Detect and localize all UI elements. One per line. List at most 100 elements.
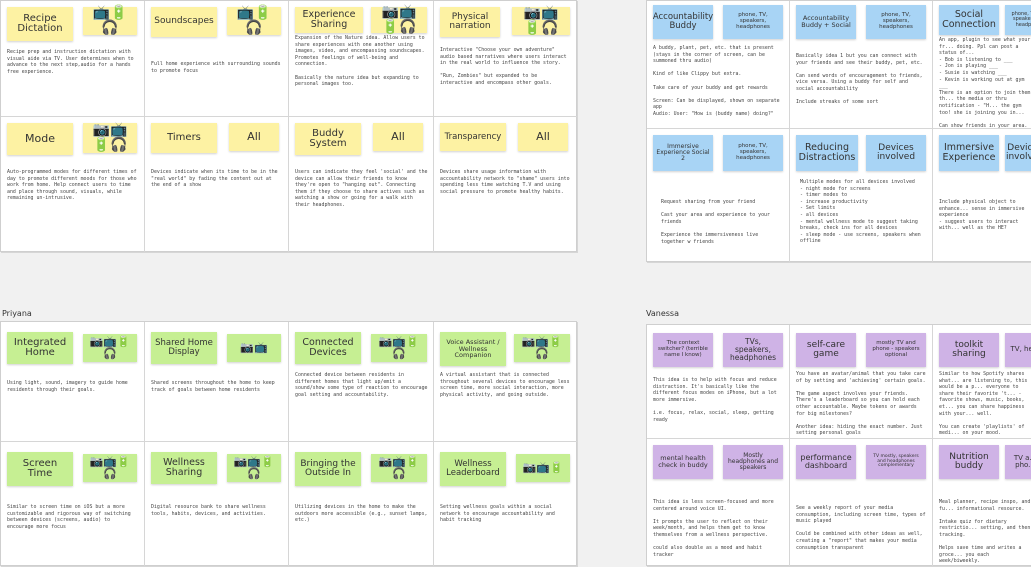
card-description: Utilizing devices in the home to make th… <box>295 504 428 524</box>
card-description: This idea is less screen-focused and mor… <box>653 499 774 558</box>
card-soundscapes[interactable]: Soundscapes 📺🔋🎧 Full home experience wit… <box>145 1 289 117</box>
card-nutrition-buddy[interactable]: Nutrition buddy TV a... pho... Meal plan… <box>933 439 1031 567</box>
card-description: Auto-programmed modes for different time… <box>7 169 137 202</box>
sticky-devices: phone, TV, speakers, headphones <box>866 5 926 39</box>
card-wellness-leaderboard[interactable]: Wellness Leaderboard 📷📺🔋 Setting wellnes… <box>434 442 578 567</box>
card-accountability-buddy[interactable]: Accountability Buddy phone, TV, speakers… <box>647 1 790 129</box>
sticky-devices: phone, TV, speakers, headphones <box>723 5 783 39</box>
device-icons: 📷📺 <box>240 341 268 355</box>
sticky-title: performance dashboard <box>796 445 856 479</box>
sticky-devices: 📷📺🔋🎧 <box>83 334 137 362</box>
card-performance-dashboard[interactable]: performance dashboard TV mostly, speaker… <box>790 439 933 567</box>
sticky-devices: All <box>373 123 423 151</box>
card-shared-home-display[interactable]: Shared Home Display 📷📺 Shared screens th… <box>145 322 289 442</box>
sticky-title: Transparency <box>440 123 506 151</box>
sticky-title: Wellness Leaderboard <box>440 452 506 486</box>
device-icons: 📷📺🔋🎧 <box>378 335 420 360</box>
card-timers[interactable]: Timers All Devices indicate when its tim… <box>145 117 289 253</box>
device-icons: 📷📺🔋🎧 <box>523 5 559 36</box>
sticky-title: toolkit sharing <box>939 333 999 367</box>
sticky-devices: phone, TV, speakers, headphones <box>723 135 783 171</box>
card-description: Shared screens throughout the home to ke… <box>151 380 275 393</box>
sticky-devices: mostly TV and phone - speakers optional <box>866 333 926 367</box>
card-social-connection[interactable]: Social Connection phone, TV, speakers, h… <box>933 1 1031 129</box>
card-transparency[interactable]: Transparency All Devices share usage inf… <box>434 117 578 253</box>
sticky-devices: 📺🔋🎧 <box>227 5 281 36</box>
card-mental-health-check-in[interactable]: mental health check in buddy Mostly head… <box>647 439 790 567</box>
sticky-title: Timers <box>151 123 217 153</box>
card-buddy-system[interactable]: Buddy System All Users can indicate they… <box>289 117 434 253</box>
sticky-devices: TV, he... <box>1005 333 1031 367</box>
card-description: Recipe prep and instruction dictation wi… <box>7 49 134 75</box>
sticky-devices: TV a... pho... <box>1005 445 1031 479</box>
device-icons: 📺🔋🎧 <box>236 5 272 36</box>
sticky-title: Mode <box>7 123 73 155</box>
card-immersive-experience-social-2[interactable]: Immersive Experience Social 2 phone, TV,… <box>647 129 790 263</box>
card-voice-assistant[interactable]: Voice Assistant / Wellness Companion 📷📺🔋… <box>434 322 578 442</box>
card-context-switcher[interactable]: The context switcher? (terrible name I k… <box>647 325 790 439</box>
sticky-title: Experience Sharing <box>295 7 363 33</box>
section-label-vanessa: Vanessa <box>646 309 679 318</box>
card-integrated-home[interactable]: Integrated Home 📷📺🔋🎧 Using light, sound,… <box>1 322 145 442</box>
sticky-title: Immersive Experience <box>939 135 999 171</box>
card-description: Connected device between residents in di… <box>295 372 428 398</box>
card-connected-devices[interactable]: Connected Devices 📷📺🔋🎧 Connected device … <box>289 322 434 442</box>
sticky-devices: phone, TV, speakers, headph <box>1005 5 1031 35</box>
card-experience-sharing[interactable]: Experience Sharing 📷📺🔋🎧 Expansion of the… <box>289 1 434 117</box>
card-description: A buddy, plant, pet, etc. that is presen… <box>653 45 780 118</box>
card-description: Request sharing from your friend Cast yo… <box>661 199 770 245</box>
card-description: An app, plugin to see what your fr... do… <box>939 37 1031 129</box>
sticky-devices: 📺🔋🎧 <box>83 5 137 36</box>
sticky-title: Bringing the Outside In <box>295 452 361 486</box>
sticky-devices: TVs, speakers, headphones <box>723 333 783 367</box>
card-recipe-dictation[interactable]: Recipe Dictation 📺🔋🎧 Recipe prep and ins… <box>1 1 145 117</box>
sticky-title: Voice Assistant / Wellness Companion <box>440 332 506 366</box>
card-accountability-buddy-social[interactable]: Accountability Buddy + Social phone, TV,… <box>790 1 933 129</box>
card-description: Users can indicate they feel 'social' an… <box>295 169 428 209</box>
sticky-devices: Devices involved <box>866 135 926 171</box>
card-description: Meal planner, recipe inspo, and fu... in… <box>939 499 1031 565</box>
sticky-devices: 📷📺🔋🎧 <box>514 334 570 362</box>
device-icons: 📺🔋🎧 <box>92 5 128 36</box>
card-toolkit-sharing[interactable]: toolkit sharing TV, he... Similar to how… <box>933 325 1031 439</box>
sticky-title: The context switcher? (terrible name I k… <box>653 333 713 367</box>
device-icons: 📷📺🔋🎧 <box>92 122 128 153</box>
sticky-devices: 📷📺🔋🎧 <box>83 123 137 153</box>
sticky-devices: 📷📺🔋🎧 <box>371 334 427 362</box>
board-top-right: Accountability Buddy phone, TV, speakers… <box>646 0 1031 263</box>
sticky-title: Connected Devices <box>295 332 361 364</box>
sticky-title: Social Connection <box>939 5 999 35</box>
sticky-title: Buddy System <box>295 123 361 155</box>
card-mode[interactable]: Mode 📷📺🔋🎧 Auto-programmed modes for diff… <box>1 117 145 253</box>
sticky-title: Screen Time <box>7 452 73 486</box>
sticky-devices: 📷📺🔋🎧 <box>227 454 281 482</box>
sticky-devices: Devices involved <box>1005 135 1031 171</box>
device-icons: 📷📺🔋🎧 <box>521 335 563 360</box>
sticky-devices: All <box>229 123 279 151</box>
sticky-title: Nutrition buddy <box>939 445 999 479</box>
card-physical-narration[interactable]: Physical narration 📷📺🔋🎧 Interactive "Cho… <box>434 1 578 117</box>
card-description: A virtual assistant that is connected th… <box>440 372 570 398</box>
sticky-devices: TV mostly, speakers and headphones compl… <box>866 445 926 479</box>
card-description: Basically idea 1 but you can connect wit… <box>796 53 923 106</box>
sticky-title: Immersive Experience Social 2 <box>653 135 713 171</box>
card-description: Similar to how Spotify shares what... ar… <box>939 371 1028 437</box>
card-immersive-experience[interactable]: Immersive Experience Devices involved In… <box>933 129 1031 263</box>
sticky-title: Wellness Sharing <box>151 452 217 484</box>
device-icons: 📷📺🔋🎧 <box>233 455 275 480</box>
card-description: This idea is to help with focus and redu… <box>653 377 777 423</box>
card-description: You have an avatar/animal that you take … <box>796 371 926 437</box>
card-description: Devices indicate when its time to be in … <box>151 169 278 189</box>
card-description: See a weekly report of your media consum… <box>796 505 926 551</box>
card-self-care-game[interactable]: self-care game mostly TV and phone - spe… <box>790 325 933 439</box>
device-icons: 📷📺🔋🎧 <box>381 4 417 35</box>
card-wellness-sharing[interactable]: Wellness Sharing 📷📺🔋🎧 Digital resource b… <box>145 442 289 567</box>
board-vanessa: The context switcher? (terrible name I k… <box>646 324 1031 567</box>
card-description: Digital resource bank to share wellness … <box>151 504 266 517</box>
card-reducing-distractions[interactable]: Reducing Distractions Devices involved M… <box>790 129 933 263</box>
sticky-devices: 📷📺🔋🎧 <box>512 5 570 36</box>
card-bringing-outside-in[interactable]: Bringing the Outside In 📷📺🔋🎧 Utilizing d… <box>289 442 434 567</box>
sticky-devices: 📷📺🔋 <box>516 454 570 482</box>
card-screen-time[interactable]: Screen Time 📷📺🔋🎧 Similar to screen time … <box>1 442 145 567</box>
sticky-devices: Mostly headphones and speakers <box>723 445 783 479</box>
